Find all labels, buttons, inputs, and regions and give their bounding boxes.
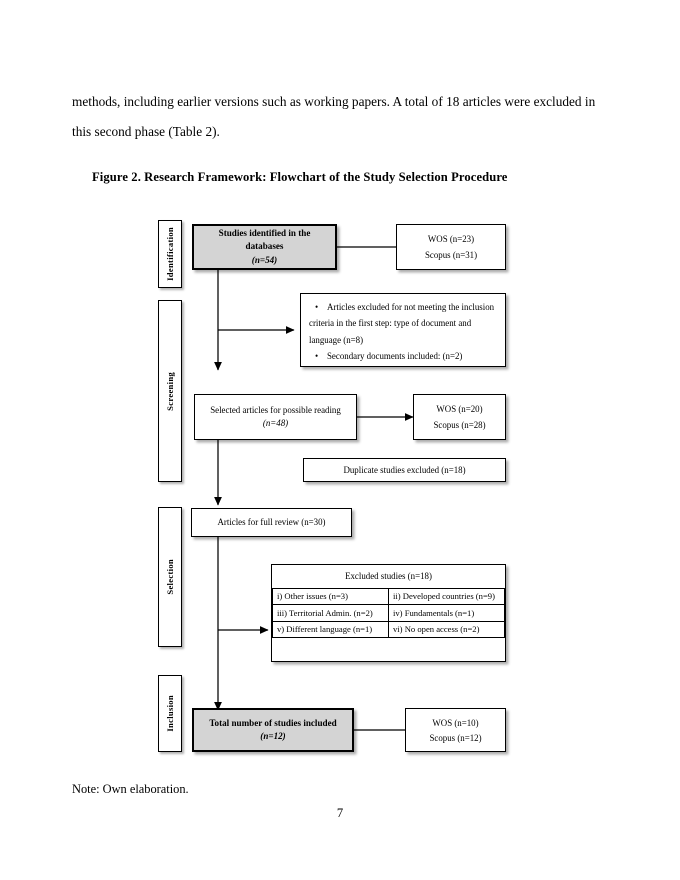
table-cell: iv) Fundamentals (n=1) [388,604,505,622]
table-cell: vi) No open access (n=2) [388,620,505,639]
node-selected-articles: Selected articles for possible reading (… [194,394,357,440]
node-included-counts: WOS (n=10) Scopus (n=12) [405,708,506,752]
figure-note: Note: Own elaboration. [72,782,189,796]
excluded-studies-table: i) Other issues (n=3) ii) Developed coun… [272,587,505,639]
table-cell: i) Other issues (n=3) [272,587,389,606]
body-paragraph: methods, including earlier versions such… [72,94,596,140]
node-included-counts-line2: Scopus (n=12) [429,733,482,744]
node-duplicates-excluded-line1: Duplicate studies excluded (n=18) [343,464,466,475]
node-total-included-line2: (n=12) [260,731,286,741]
node-selected-counts: WOS (n=20) Scopus (n=28) [413,394,506,440]
node-excluded-studies: Excluded studies (n=18) i) Other issues … [271,564,506,662]
node-full-review-line1: Articles for full review (n=30) [217,517,326,528]
node-identified-counts: WOS (n=23) Scopus (n=31) [396,224,506,270]
node-selected-articles-line1: Selected articles for possible reading [210,405,341,416]
phase-label-screening: Screening [158,300,182,482]
figure-title: Figure 2. Research Framework: Flowchart … [92,170,508,184]
node-full-review: Articles for full review (n=30) [191,508,352,537]
node-selected-counts-line1: WOS (n=20) [436,403,483,414]
table-row: iii) Territorial Admin. (n=2) iv) Fundam… [272,604,505,622]
node-first-step-exclusions-bullet1: Articles excluded for not meeting the in… [309,300,497,314]
table-cell: v) Different language (n=1) [272,620,389,639]
table-row: v) Different language (n=1) vi) No open … [272,620,505,639]
phase-label-identification-text: Identification [165,227,175,281]
node-first-step-exclusions-bullet1-cont1: criteria in the first step: type of docu… [309,318,472,329]
node-selected-articles-line2: (n=48) [262,418,289,428]
page-number: 7 [336,806,344,820]
phase-label-selection-text: Selection [165,559,175,595]
node-identified-counts-line1: WOS (n=23) [427,233,475,244]
node-studies-identified: Studies identified in the databases (n=5… [192,224,337,270]
table-row: i) Other issues (n=3) ii) Developed coun… [272,587,505,606]
node-included-counts-line1: WOS (n=10) [432,717,479,728]
node-total-included-line1: Total number of studies included [209,717,337,728]
phase-label-inclusion-text: Inclusion [165,695,175,732]
phase-label-inclusion: Inclusion [158,675,182,752]
phase-label-selection: Selection [158,507,182,647]
table-cell: ii) Developed countries (n=9) [388,587,505,606]
excluded-studies-spacer [272,638,505,666]
node-identified-counts-line2: Scopus (n=31) [424,249,478,260]
phase-label-screening-text: Screening [165,371,175,411]
node-first-step-exclusions-bullet2: Secondary documents included: (n=2) [309,350,497,364]
node-first-step-exclusions: Articles excluded for not meeting the in… [300,293,506,367]
node-studies-identified-line2: (n=54) [251,254,278,265]
node-selected-counts-line2: Scopus (n=28) [433,419,486,430]
table-cell: iii) Territorial Admin. (n=2) [272,604,389,622]
node-total-included: Total number of studies included (n=12) [192,708,354,752]
node-first-step-exclusions-bullet1-cont2: language (n=8) [309,334,364,345]
node-duplicates-excluded: Duplicate studies excluded (n=18) [303,458,506,482]
node-studies-identified-line1: Studies identified in the databases [218,228,311,252]
excluded-studies-header: Excluded studies (n=18) [345,571,432,581]
phase-label-identification: Identification [158,220,182,288]
